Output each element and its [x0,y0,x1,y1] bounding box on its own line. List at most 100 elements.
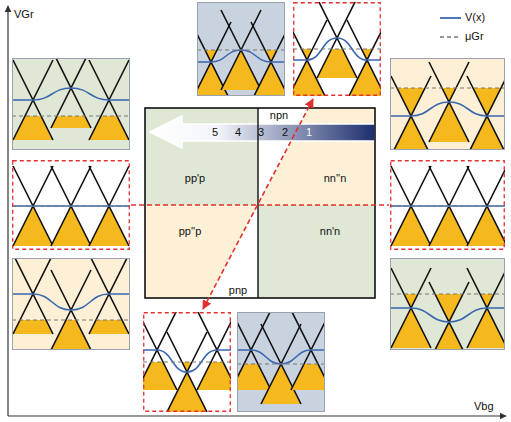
inset-border [238,313,325,412]
dirac-cone [287,20,327,149]
npn-region [258,108,309,205]
dirac-cone [429,62,469,188]
chemical-potential-line [12,116,130,117]
inset-bg [237,312,325,412]
region-label: pp''p [179,225,202,238]
chemical-potential-line [390,294,505,295]
chemical-potential-line [390,88,505,89]
band-inset [12,160,130,306]
dirac-cone [221,10,261,150]
dirac-cone [13,254,53,420]
map-frame [145,108,375,298]
gradient-arrow [150,116,375,148]
chemical-potential-line [237,364,325,365]
dirac-cone [429,282,469,394]
dirac-cone [89,254,129,420]
inset-border [13,59,130,150]
pnp-region [209,205,258,298]
potential-curve [390,308,508,322]
dirac-cone [137,310,177,422]
band-inset [231,310,331,422]
scale-number: 3 [258,126,264,139]
dirac-cone [231,310,271,422]
inset-bg [143,312,231,412]
inset-border [198,3,285,96]
dirac-cone [261,324,301,422]
potential-curve [390,205,505,207]
legend-label: μGr [465,30,484,43]
y-axis [7,6,8,416]
dirac-cone [467,76,507,188]
inset-bg [197,2,285,96]
x-axis [8,415,506,416]
inset-bg [390,58,505,150]
region-label: pnp [229,284,247,297]
scale-number: 5 [212,126,218,139]
region-label: nn'n [320,225,340,238]
axis-label: Vbg [474,400,494,413]
region-node: pp'p [145,108,258,205]
band-inset [287,0,387,149]
dirac-cone [51,166,91,306]
region-node: pnp [218,284,258,298]
dirac-cone [467,166,507,306]
legend-line-sample [440,17,461,19]
dirac-cone [467,268,507,394]
inset-bg [390,160,505,250]
chemical-potential-line [293,49,381,50]
band-inset [12,48,130,216]
band-inset [191,2,291,150]
potential-curve [390,102,508,116]
inset-border [144,313,231,412]
horizontal-dirac-line [131,204,389,206]
chemical-potential-line [197,50,285,51]
diagonal-dirac-line [203,99,313,309]
inset-border [391,59,505,150]
dirac-cone [13,166,53,306]
dirac-cone [317,0,357,149]
inset-border [13,259,130,350]
band-inset [12,254,130,420]
region-label: npn [270,109,288,122]
chemical-potential-line [12,206,130,207]
dirac-cone [89,60,129,216]
inset-bg [12,258,130,350]
band-inset [390,58,508,188]
scale-number: 4 [235,126,241,139]
chemical-potential-line [12,320,130,321]
dirac-cone [167,332,207,422]
chemical-potential-line [143,362,231,363]
chemical-potential-line [390,206,505,207]
dirac-cone [391,268,431,394]
potential-curve [12,294,130,310]
region-node: nn''n [258,108,375,205]
dirac-cone [391,166,431,306]
dirac-cone [291,310,331,422]
inset-bg [390,258,505,350]
inset-border [294,3,381,96]
dirac-cone [391,76,431,188]
legend-dash-sample [440,36,461,37]
inset-bg [12,160,130,250]
dirac-cone [347,20,387,149]
potential-curve [197,50,285,62]
potential-curve [143,350,231,372]
dirac-cone [197,310,237,422]
dirac-cone [191,22,231,150]
dirac-cone [429,166,469,306]
dirac-cone [13,60,53,216]
inset-border [391,161,505,250]
band-inset [137,310,237,422]
inset-bg [293,2,381,96]
inset-bg [12,58,130,150]
axis-label: VGr [14,8,34,21]
dirac-cone [51,48,91,216]
band-inset [390,160,507,306]
potential-curve [12,205,130,207]
region-label: nn''n [324,172,347,185]
potential-curve [12,88,130,100]
region-label: pp'p [185,172,205,185]
dirac-cone [51,270,91,420]
